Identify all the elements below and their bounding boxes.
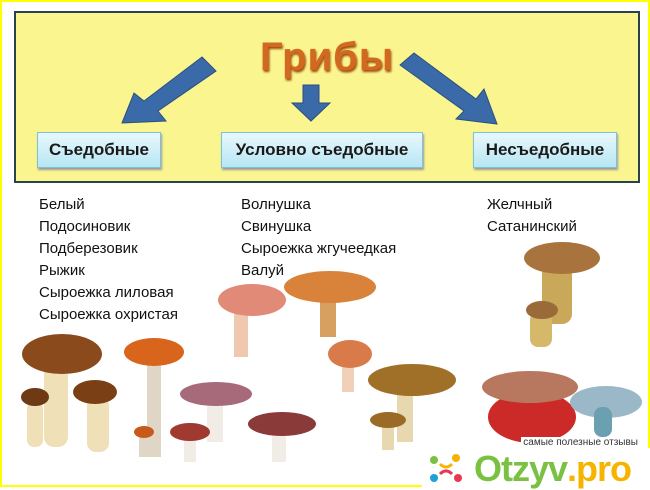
list-item: Рыжик — [39, 262, 85, 279]
arrow-right — [399, 52, 498, 125]
watermark: Otzyv.pro — [422, 448, 650, 489]
list-item: Подосиновик — [39, 218, 131, 235]
list-item: Сыроежка охристая — [39, 306, 178, 323]
list-item: Свинушка — [241, 218, 312, 235]
mushroom-orange-cap — [124, 338, 184, 457]
category-inedible: Несъедобные — [473, 132, 617, 168]
arrow-left — [121, 56, 217, 124]
category-edible: Съедобные — [37, 132, 161, 168]
edible-list: Белый Подосиновик Подберезовик Рыжик Сыр… — [39, 194, 178, 326]
category-conditionally-edible: Условно съедобные — [221, 132, 423, 168]
watermark-brand: Otzyv.pro — [474, 447, 632, 490]
list-item: Сыроежка лиловая — [39, 284, 174, 301]
list-item: Сатанинский — [487, 218, 577, 235]
watermark-tagline: самые полезные отзывы — [521, 437, 640, 448]
list-item: Подберезовик — [39, 240, 138, 257]
conditionally-edible-list: Волнушка Свинушка Сыроежка жгучеедкая Ва… — [241, 194, 396, 282]
mushroom-porcini — [21, 334, 117, 452]
brand-tld: .pro — [567, 447, 632, 489]
otzyv-logo-icon — [430, 454, 462, 482]
diagram-panel: Грибы Съедобные Условно съедобные Несъед… — [14, 11, 640, 183]
list-item: Сыроежка жгучеедкая — [241, 240, 397, 257]
list-item: Волнушка — [241, 196, 311, 213]
mushroom-russula-lilac — [170, 382, 316, 462]
mushroom-satanic — [482, 371, 642, 443]
brand-name: Otzyv — [474, 447, 568, 489]
inedible-list: Желчный Сатанинский — [487, 194, 577, 238]
list-item: Валуй — [241, 262, 284, 279]
list-item: Белый — [39, 196, 85, 213]
mushroom-volnushka — [218, 271, 456, 450]
arrow-center — [290, 84, 332, 122]
mushroom-bitter-bolete — [524, 242, 600, 347]
arrows — [121, 52, 498, 125]
list-item: Желчный — [487, 196, 553, 213]
diagram-title: Грибы — [259, 35, 395, 79]
